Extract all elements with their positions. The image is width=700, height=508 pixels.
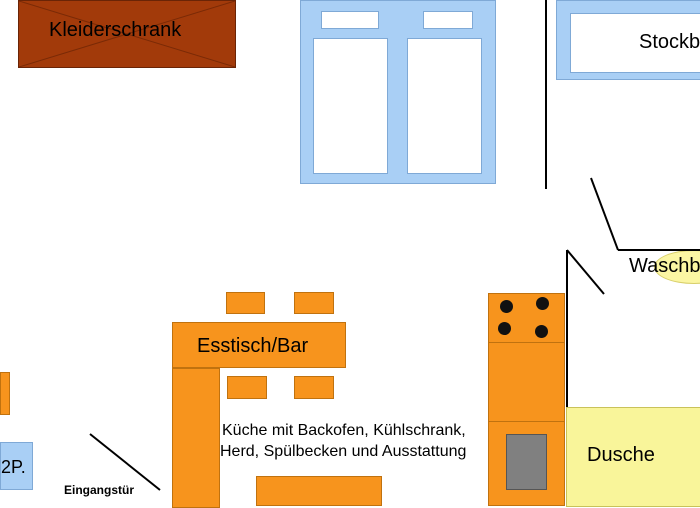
window-unit <box>300 0 496 184</box>
door-swing-shower <box>566 249 605 295</box>
chair-bottom-left <box>227 376 267 399</box>
stove-burner-1 <box>500 300 513 313</box>
kitchen-counter-right-bottom <box>488 421 565 506</box>
kitchen-counter-left <box>172 368 220 508</box>
chair-top-right <box>294 292 334 314</box>
wardrobe: Kleiderschrank <box>18 0 236 68</box>
door-swing-entrance <box>89 433 161 491</box>
bunk-bed: Stockb <box>556 0 700 80</box>
kitchen-label-line2: Herd, Spülbecken und Ausstattung <box>220 443 467 460</box>
kitchen-label-line1: Küche mit Backofen, Kühlschrank, <box>222 422 466 439</box>
entrance-door-label: Eingangstür <box>64 483 135 497</box>
bunk-bed-label: Stockb <box>639 31 700 53</box>
chair-top-left <box>226 292 265 314</box>
window-top-right <box>423 11 473 29</box>
chair-bottom-right <box>294 376 334 399</box>
stove-burner-4 <box>535 325 548 338</box>
stove-burner-2 <box>536 297 549 310</box>
fridge <box>506 434 547 490</box>
dining-table: Esstisch/Bar <box>172 322 346 368</box>
wardrobe-cross <box>19 1 235 67</box>
wardrobe-label: Kleiderschrank <box>49 19 182 41</box>
left-blue-item: 2P. <box>0 442 33 490</box>
left-blue-label: 2P. <box>1 457 26 477</box>
door-swing-bathroom <box>590 177 619 251</box>
kitchen-counter-right-mid <box>488 342 565 422</box>
stove-burner-3 <box>498 322 511 335</box>
dining-table-label: Esstisch/Bar <box>197 335 309 357</box>
window-pane-right <box>407 38 482 174</box>
window-pane-left <box>313 38 388 174</box>
window-top-left <box>321 11 379 29</box>
bunk-bed-mattress <box>570 13 700 73</box>
left-orange-item <box>0 372 10 415</box>
washbasin-label: Waschb <box>629 255 700 277</box>
stove <box>488 293 565 343</box>
shower-label: Dusche <box>587 444 655 466</box>
shower: Dusche <box>566 407 700 507</box>
